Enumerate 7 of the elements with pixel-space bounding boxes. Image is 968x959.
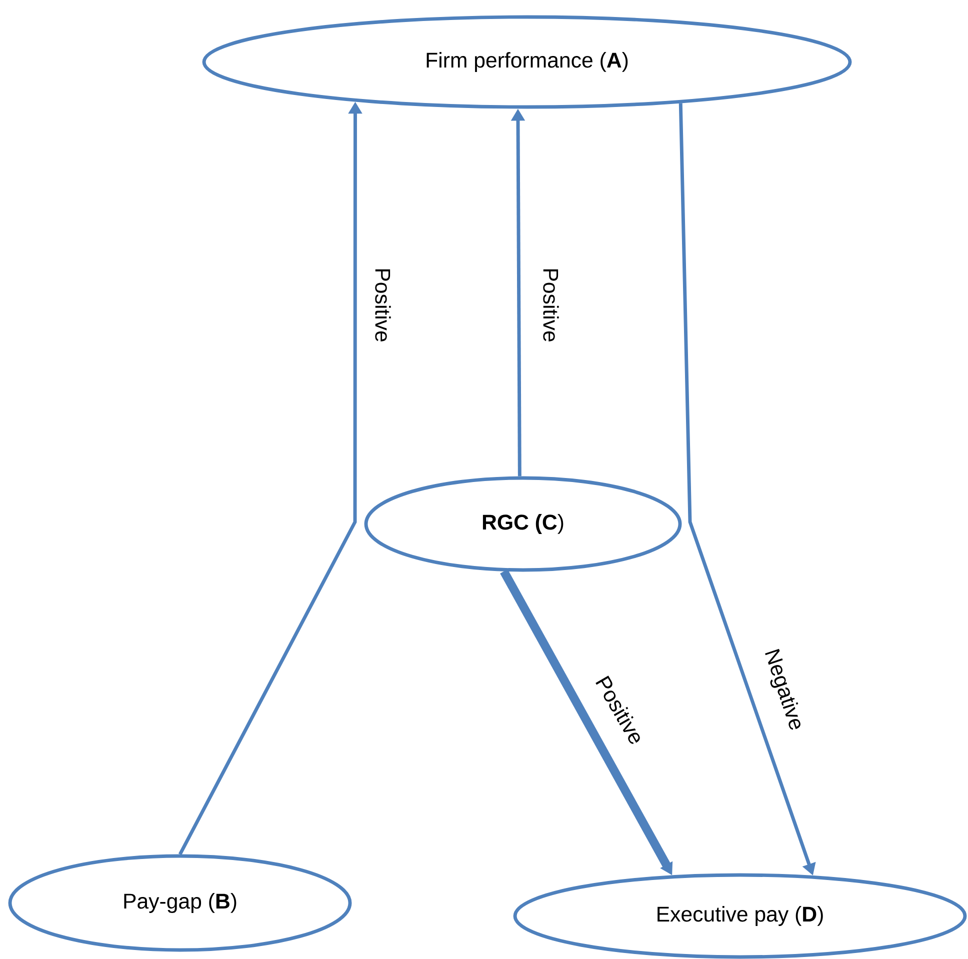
oval-node: RGC (C) xyxy=(364,476,682,572)
oval-node: Executive pay (D) xyxy=(513,873,967,959)
edge-label: Negative xyxy=(758,645,808,735)
oval-node: Firm performance (A) xyxy=(202,15,852,109)
edge-label: Positive xyxy=(542,266,560,344)
edge-label: Positive xyxy=(374,266,392,344)
oval-node: Pay-gap (B) xyxy=(8,854,352,952)
